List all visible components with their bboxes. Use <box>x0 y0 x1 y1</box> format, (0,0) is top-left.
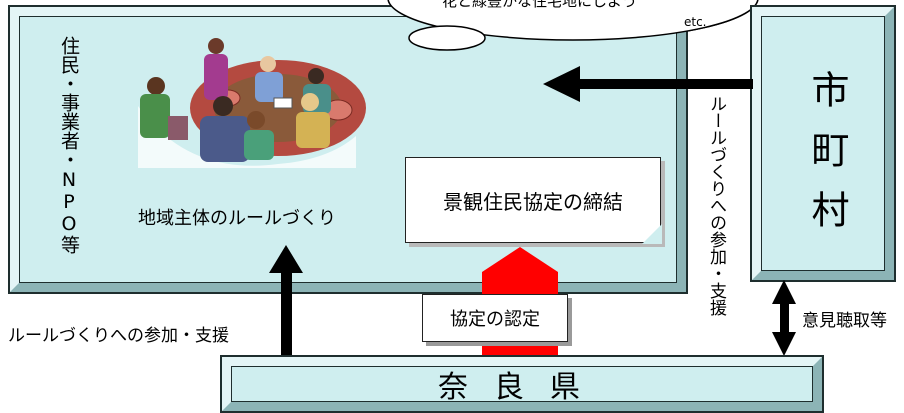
local-rules-caption: 地域主体のルールづくり <box>138 208 336 229</box>
prefecture-box <box>220 355 824 413</box>
agreement-box: 景観住民協定の締結 <box>405 157 662 244</box>
meeting-illustration <box>138 38 366 168</box>
opinion-double-arrow <box>772 280 796 356</box>
thought-bubble-etc: etc. <box>684 15 707 29</box>
prefecture-label: 奈良県 <box>438 370 606 405</box>
certification-label: 協定の認定 <box>450 309 540 330</box>
agreement-label: 景観住民協定の締結 <box>443 189 623 214</box>
thought-bubble-text: 花と緑豊かな住宅地にしよう <box>442 0 638 10</box>
city-label: 市町村 <box>805 70 849 250</box>
arrow-prefecture-to-residents <box>269 245 303 358</box>
city-box <box>750 5 896 282</box>
thought-bubble-overlay <box>387 0 759 51</box>
participation-support-label: ルールづくりへの参加・支援 <box>8 326 229 346</box>
participation-support-vertical-label: ルールづくりへの参加・支援 <box>706 95 726 316</box>
opinion-hearing-label: 意見聴取等 <box>802 311 887 331</box>
certification-box: 協定の認定 <box>422 294 568 342</box>
arrow-city-to-residents <box>543 66 753 102</box>
residents-side-label: 住民・事業者・NPO等 <box>58 36 80 254</box>
